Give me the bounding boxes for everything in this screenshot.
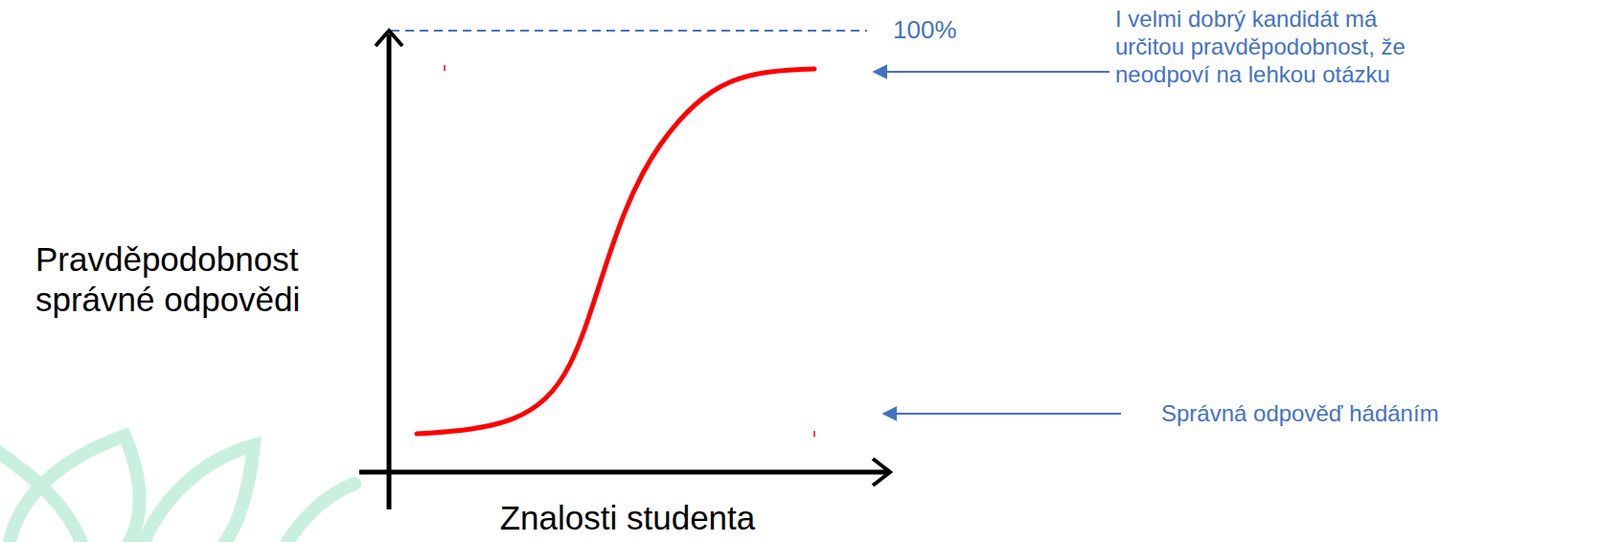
leader-arrow (883, 412, 1121, 415)
tick-mark (443, 65, 446, 71)
y-axis-arrow (375, 30, 403, 46)
leader-arrow (873, 70, 1110, 73)
x-axis (359, 470, 888, 476)
axis-title: Pravděpodobnost správné odpovědi (35, 239, 371, 320)
watermark-leaves (0, 435, 355, 542)
max-value-label: 100% (892, 15, 958, 46)
y-axis (387, 34, 392, 510)
max-line (390, 29, 868, 32)
note-text: Správná odpověď hádáním (1161, 400, 1440, 429)
s-curve (416, 68, 815, 435)
note-text: I velmi dobrý kandidát má určitou pravdě… (1115, 5, 1441, 89)
axis-title: Znalosti studenta (435, 498, 820, 539)
tick-mark (813, 431, 816, 437)
x-axis-arrow (872, 458, 891, 486)
